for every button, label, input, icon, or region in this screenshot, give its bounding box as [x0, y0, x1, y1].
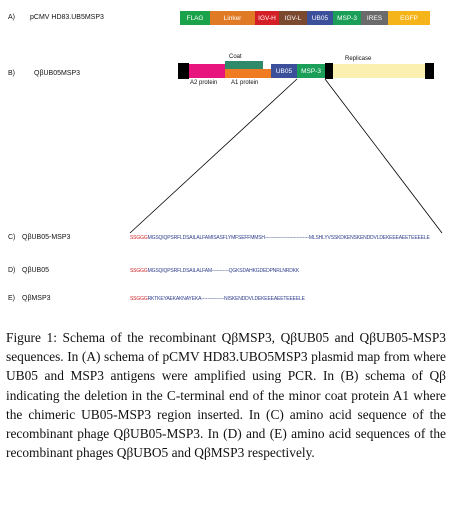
right-end-block — [425, 63, 434, 79]
row-c-letter: C) — [8, 234, 16, 241]
segment-coat — [225, 61, 263, 69]
row-a-label: pCMV HD83.UB5MSP3 — [30, 14, 104, 21]
zoom-line-right — [324, 78, 443, 234]
replicase-label: Replicase — [345, 56, 372, 62]
caption-text: Schema of the recombinant QβMSP3, QβUB05… — [6, 330, 446, 461]
row-c-seq-prefix: SSGGG — [130, 235, 148, 241]
segment-msp3: MSP-3 — [297, 64, 325, 78]
caption-figure-label: Figure 1: — [6, 330, 57, 345]
row-d-sequence: SSGGGMGSQIQPSRFLDSAILALFAM-----------QGK… — [130, 268, 299, 274]
segment-replicase — [333, 64, 425, 78]
row-c-label: QβUB05-MSP3 — [22, 234, 71, 241]
junction-block — [325, 63, 333, 79]
row-e-sequence: SSGGGRKTKEYAEKAKNAYEKA---------------NIS… — [130, 296, 305, 302]
coat-label: Coat — [229, 54, 242, 60]
row-d-seq-prefix: SSGGG — [130, 268, 148, 274]
a1-protein-label: A1 protein — [231, 80, 259, 86]
a2-protein-label: A2 protein — [190, 80, 218, 86]
segment-a2-protein — [189, 64, 225, 78]
segment-a1-protein — [225, 69, 271, 78]
row-e-letter: E) — [8, 295, 15, 302]
row-c-sequence: SSGGGMGSQIQPSRFLDSAILALFAMISASFLYMFSEFFM… — [130, 235, 430, 241]
row-d-label: QβUB05 — [22, 267, 49, 274]
segment-igv-h: IGV-H — [255, 11, 279, 25]
row-d-seq-body: MGSQIQPSRFLDSAILALFAM-----------QGKSDAHK… — [147, 268, 300, 274]
figure-caption: Figure 1: Schema of the recombinant QβMS… — [6, 328, 446, 462]
row-d-letter: D) — [8, 267, 16, 274]
segment-linker: Linker — [210, 11, 255, 25]
left-end-block — [178, 63, 189, 79]
segment-igv-l: IGV-L — [279, 11, 307, 25]
segment-egfp: EGFP — [388, 11, 430, 25]
row-b-letter: B) — [8, 70, 15, 77]
figure-panel: A) pCMV HD83.UB5MSP3 FLAG Linker IGV-H I… — [8, 11, 443, 302]
row-a-letter: A) — [8, 14, 15, 21]
segment-ub05: UB05 — [271, 64, 297, 78]
row-e-seq-body: RKTKEYAEKAKNAYEKA---------------NISKENDD… — [147, 296, 305, 302]
row-c-seq-body: MGSQIQPSRFLDSAILALFAMISASFLYMFSEFFMMSH--… — [147, 235, 430, 241]
segment-ires: IRES — [361, 11, 388, 25]
row-e-seq-prefix: SSGGG — [130, 296, 148, 302]
row-b-label: QβUB05MSP3 — [34, 70, 81, 77]
zoom-lines — [129, 78, 443, 234]
row-e-label: QβMSP3 — [22, 295, 51, 302]
zoom-line-left — [129, 78, 298, 234]
segment-ub05: UB05 — [307, 11, 333, 25]
segment-flag: FLAG — [180, 11, 210, 25]
segment-msp3: MSP-3 — [333, 11, 361, 25]
